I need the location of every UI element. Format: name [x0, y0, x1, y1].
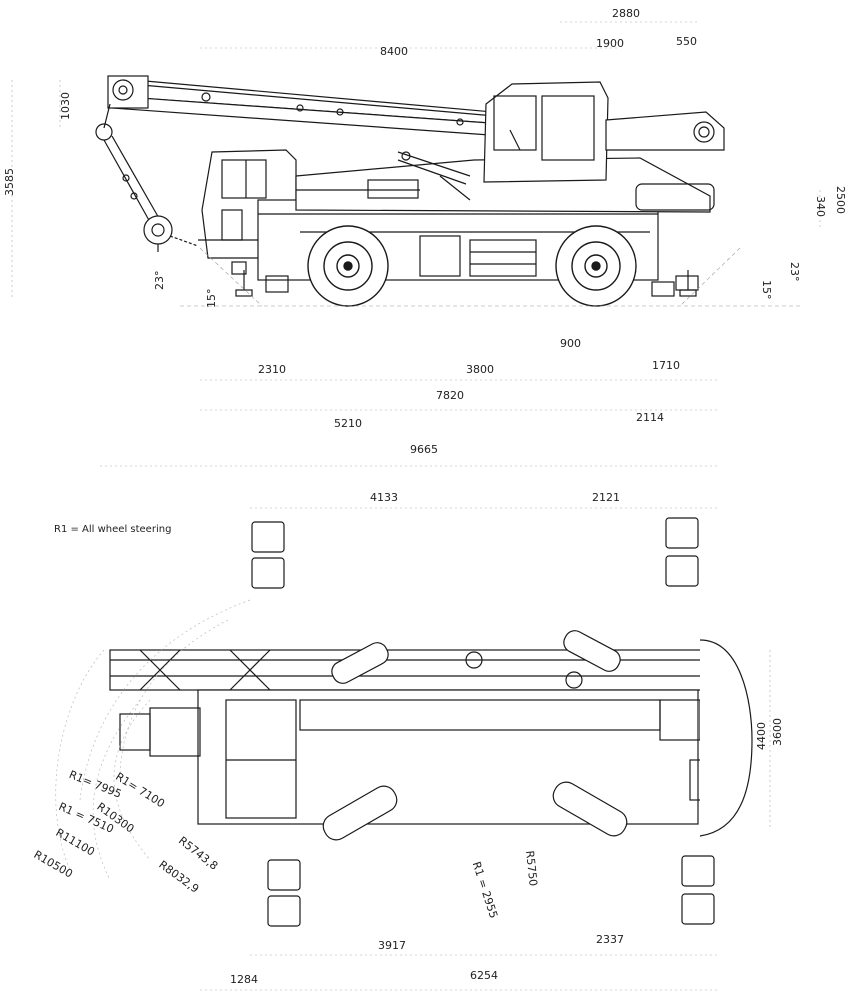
dim-5210: 5210	[334, 417, 362, 430]
top-view-outriggers	[322, 630, 628, 841]
steering-note: R1 = All wheel steering	[54, 524, 172, 535]
dim-4400: 4400	[755, 722, 768, 750]
angle-front-15: 15°	[205, 288, 218, 309]
dim-3585: 3585	[3, 168, 16, 196]
dim-4133: 4133	[370, 491, 398, 504]
angle-rear-23: 23°	[788, 262, 801, 282]
dim-550: 550	[676, 35, 697, 48]
angle-front-23: 23°	[153, 270, 166, 291]
approach-angle-line	[199, 247, 263, 307]
dim-3600: 3600	[771, 718, 784, 746]
rear-wheel	[555, 225, 637, 307]
operator-cab	[483, 81, 609, 183]
main-boom	[111, 77, 561, 141]
dim-2880: 2880	[612, 7, 640, 20]
top-view-wheels	[251, 517, 715, 927]
angle-rear-15: 15°	[760, 280, 773, 300]
dim-1900: 1900	[596, 37, 624, 50]
dim-2500: 2500	[834, 186, 847, 214]
dim-2121: 2121	[592, 491, 620, 504]
dim-340: 340	[814, 196, 827, 217]
dim-3800: 3800	[466, 363, 494, 376]
front-wheel	[307, 225, 389, 307]
dim-6254: 6254	[470, 969, 498, 982]
hook-block	[143, 215, 199, 252]
dim-1710: 1710	[652, 359, 680, 372]
dim-2310: 2310	[258, 363, 286, 376]
dim-3917: 3917	[378, 939, 406, 952]
top-view-chassis	[119, 689, 711, 825]
luffing-cylinder	[397, 151, 471, 185]
dim-8400: 8400	[380, 45, 408, 58]
turning-radius-arcs	[55, 599, 251, 881]
top-view-front-end	[699, 639, 753, 837]
counterweight	[605, 111, 725, 211]
jib-arm	[103, 135, 161, 223]
dim-2114: 2114	[636, 411, 664, 424]
dim-1284: 1284	[230, 973, 258, 986]
dim-2337: 2337	[596, 933, 624, 946]
outriggers	[235, 270, 697, 297]
boom-head	[95, 75, 149, 141]
dim-1030: 1030	[59, 92, 72, 120]
dim-900: 900	[560, 337, 581, 350]
dim-9665: 9665	[410, 443, 438, 456]
dim-7820: 7820	[436, 389, 464, 402]
